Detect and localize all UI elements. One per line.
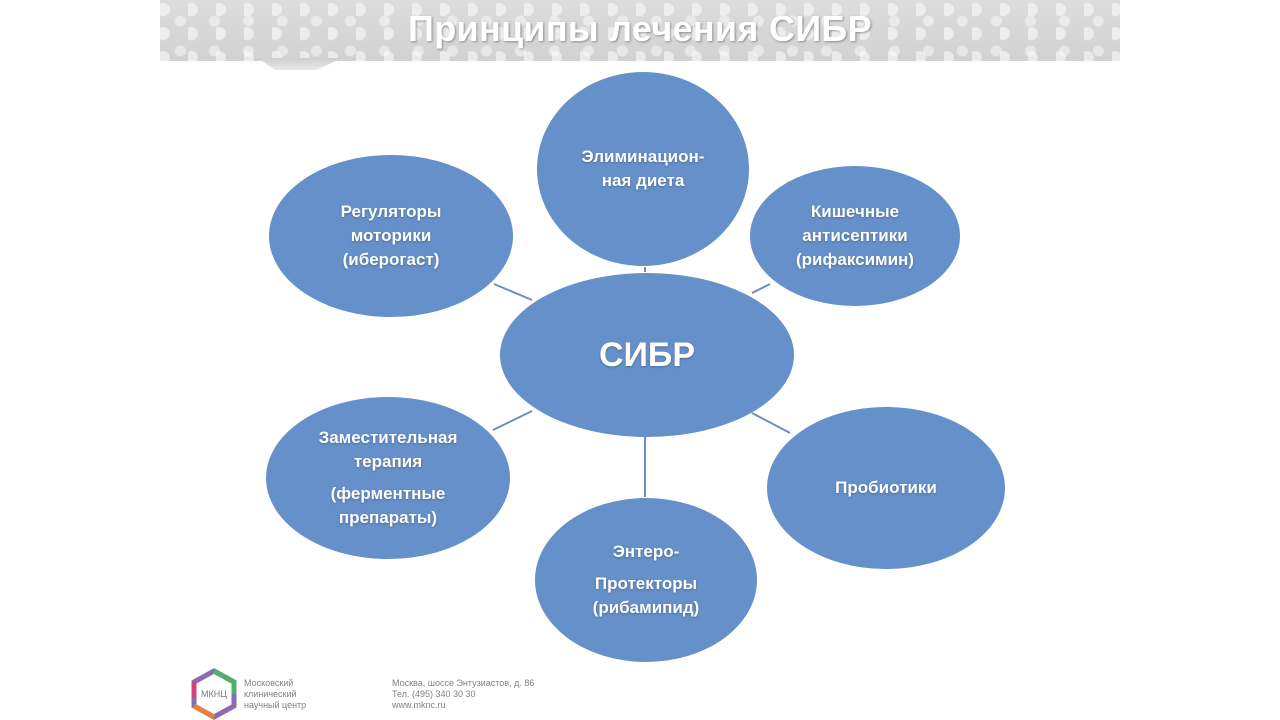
org-name-line: научный центр	[244, 700, 307, 710]
organization-name: Московский клинический научный центр	[244, 678, 354, 711]
title-banner	[160, 0, 1120, 61]
node-replacement-therapy: Заместительная терапия (ферментные препа…	[266, 397, 510, 559]
node-motility-regulators-shape	[269, 155, 513, 317]
node-label-line: (иберогаст)	[342, 250, 440, 269]
node-label-line: Элиминацион-	[581, 147, 705, 166]
node-label-line: Протекторы	[594, 574, 698, 593]
node-label-line: (ферментные	[330, 484, 446, 503]
center-node-shape	[500, 273, 794, 437]
node-label-line: терапия	[353, 452, 423, 471]
contact-address: Москва, шоссе Энтузиастов, д. 86	[392, 678, 535, 688]
node-label-line: препараты)	[338, 508, 438, 527]
contact-website: www.mknc.ru	[392, 700, 446, 710]
node-label-line: Кишечные	[810, 202, 900, 221]
org-name-line: клинический	[244, 689, 297, 699]
node-intestinal-antiseptics-shape	[750, 166, 960, 306]
node-entero-protectors-shape	[535, 498, 757, 662]
contact-phone: Тел. (495) 340 30 30	[392, 689, 476, 699]
node-intestinal-antiseptics: Кишечные антисептики (рифаксимин)	[750, 166, 960, 306]
node-replacement-therapy-shape	[266, 397, 510, 559]
contact-info: Москва, шоссе Энтузиастов, д. 86 Тел. (4…	[392, 678, 534, 711]
center-node: СИБР	[500, 273, 794, 437]
node-motility-regulators: Регуляторы моторики (иберогаст)	[269, 155, 513, 317]
title-banner-notch	[258, 58, 342, 70]
hexagon-logo-icon: МКНЦ	[191, 668, 237, 720]
node-elimination-diet: Элиминацион- ная диета	[537, 72, 749, 266]
node-probiotics-shape	[767, 407, 1005, 569]
node-label-line: Энтеро-	[612, 542, 680, 561]
connector-motility-regulators	[493, 283, 533, 301]
org-name-line: Московский	[244, 678, 294, 688]
connector-intestinal-antiseptics	[751, 283, 771, 294]
slide-footer: МКНЦ Московский клинический научный цент…	[0, 660, 1280, 720]
center-node-label: СИБР	[598, 336, 696, 374]
node-label-line: Регуляторы	[340, 202, 442, 221]
node-label-line: Заместительная	[318, 428, 458, 447]
node-label-line: (рифаксимин)	[796, 250, 914, 269]
node-probiotics: Пробиотики	[767, 407, 1005, 569]
connector-probiotics	[751, 412, 791, 434]
node-label-line: антисептики	[802, 226, 908, 245]
node-elimination-diet-shape	[537, 72, 749, 266]
node-label-line: ная диета	[601, 171, 685, 190]
logo-text: МКНЦ	[201, 689, 227, 699]
connector-replacement-therapy	[492, 410, 533, 431]
slide-title: Принципы лечения СИБР	[408, 8, 872, 49]
node-label-line: моторики	[350, 226, 432, 245]
node-label-line: (рибамипид)	[592, 598, 700, 617]
node-entero-protectors: Энтеро- Протекторы (рибамипид)	[535, 498, 757, 662]
node-label-line: Пробиотики	[835, 478, 937, 497]
